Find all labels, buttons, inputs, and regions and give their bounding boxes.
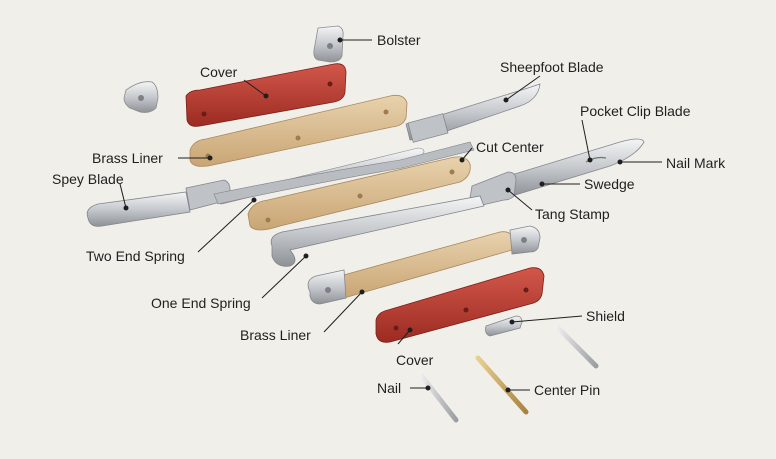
one-end-spring bbox=[270, 195, 485, 267]
label-two-end-spring: Two End Spring bbox=[86, 248, 185, 264]
bolster-bottom-left bbox=[307, 269, 347, 305]
label-tang-stamp: Tang Stamp bbox=[535, 206, 610, 222]
label-cut-center: Cut Center bbox=[476, 139, 544, 155]
bolster-bottom-hole-1 bbox=[325, 287, 331, 293]
label-brass-liner-top: Brass Liner bbox=[92, 150, 163, 166]
pin-right bbox=[553, 323, 599, 369]
label-bolster: Bolster bbox=[377, 32, 421, 48]
label-cover-bottom: Cover bbox=[396, 352, 434, 368]
brass-liner-top bbox=[189, 94, 408, 167]
center-liner-hole-1 bbox=[265, 217, 271, 223]
label-nail: Nail bbox=[377, 380, 402, 396]
nail-mark bbox=[585, 156, 607, 163]
label-nail-mark: Nail Mark bbox=[666, 155, 726, 171]
cover-bottom bbox=[375, 267, 545, 343]
cover-top-pin-2 bbox=[327, 81, 333, 87]
liner-top-hole-3 bbox=[383, 109, 389, 115]
cover-bottom-pin-2 bbox=[463, 307, 469, 313]
spey-blade bbox=[86, 191, 191, 227]
label-spey-blade: Spey Blade bbox=[52, 171, 124, 187]
liner-top-hole-2 bbox=[295, 135, 301, 141]
nail-part bbox=[417, 371, 459, 423]
cover-bottom-pin-3 bbox=[523, 287, 529, 293]
sheepfoot-tang bbox=[407, 113, 449, 143]
center-pin-part bbox=[475, 355, 529, 415]
label-pocket-clip-blade: Pocket Clip Blade bbox=[580, 103, 691, 119]
label-swedge: Swedge bbox=[584, 176, 635, 192]
cover-bottom-pin-1 bbox=[393, 325, 399, 331]
label-cover-top: Cover bbox=[200, 64, 238, 80]
center-liner-hole-2 bbox=[357, 193, 363, 199]
center-liner bbox=[247, 156, 471, 231]
bolster-left-hole bbox=[138, 95, 144, 101]
label-shield: Shield bbox=[586, 308, 625, 324]
cover-top-pin-1 bbox=[201, 111, 207, 117]
label-one-end-spring: One End Spring bbox=[151, 295, 251, 311]
two-end-spring bbox=[213, 141, 475, 205]
leader-lines bbox=[119, 37, 662, 393]
bolster-top-hole bbox=[327, 43, 333, 49]
label-brass-liner-bottom: Brass Liner bbox=[240, 327, 311, 343]
label-sheepfoot-blade: Sheepfoot Blade bbox=[500, 59, 604, 75]
shield-part bbox=[485, 315, 523, 337]
bolster-bottom-hole-2 bbox=[521, 237, 527, 243]
label-center-pin: Center Pin bbox=[534, 382, 601, 398]
center-liner-hole-3 bbox=[449, 169, 455, 175]
